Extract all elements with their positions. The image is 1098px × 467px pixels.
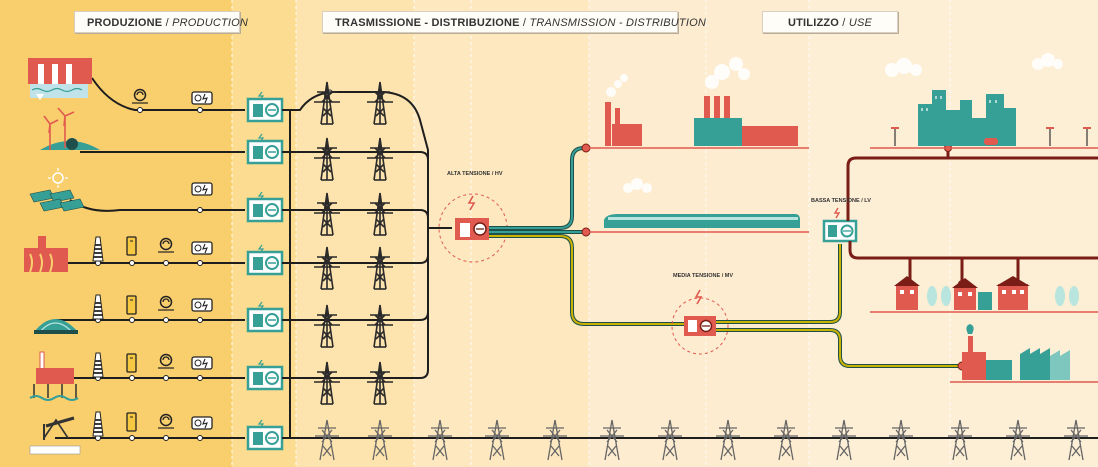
heavy-industry (605, 57, 798, 146)
mv-substation (671, 289, 729, 355)
lv-label: BASSA TENSIONE / LV (811, 198, 871, 204)
header-sep: / (519, 17, 530, 29)
header-use-en: USE (848, 17, 873, 29)
offshore-platform-icon (29, 351, 79, 401)
header-sep: / (839, 17, 849, 29)
oil-well-icon (29, 416, 81, 455)
header-sep: / (162, 17, 173, 29)
header-production: PRODUZIONE / PRODUCTION (74, 11, 248, 33)
transmission-band (296, 0, 414, 467)
header-use: UTILIZZO / USE (762, 11, 898, 33)
header-transmission-en: TRANSMISSION - DISTRIBUTION (529, 17, 706, 29)
city-skyline (885, 53, 1091, 146)
mv-label: MEDIA TENSIONE / MV (673, 273, 733, 279)
train (604, 178, 800, 228)
header-production-en: PRODUCTION (172, 17, 249, 29)
header-production-it: PRODUZIONE (87, 17, 163, 29)
distribution-band (589, 0, 809, 467)
thermal-plant-icon (24, 236, 68, 273)
step-up-substations (246, 91, 284, 451)
header-transmission-it: TRASMISSIONE - DISTRIBUZIONE (335, 17, 520, 29)
biogas-plant-icon (34, 319, 78, 334)
solar-farm-icon (29, 168, 85, 212)
hydro-plant-icon (28, 58, 92, 100)
hv-label: ALTA TENSIONE / HV (447, 171, 503, 177)
lv-substation (822, 207, 858, 243)
header-use-it: UTILIZZO (787, 17, 840, 29)
residential-houses (894, 276, 1079, 310)
light-industry (962, 324, 1070, 380)
header-transmission: TRASMISSIONE - DISTRIBUZIONE / TRANSMISS… (322, 11, 706, 33)
wind-farm-icon (40, 107, 100, 150)
